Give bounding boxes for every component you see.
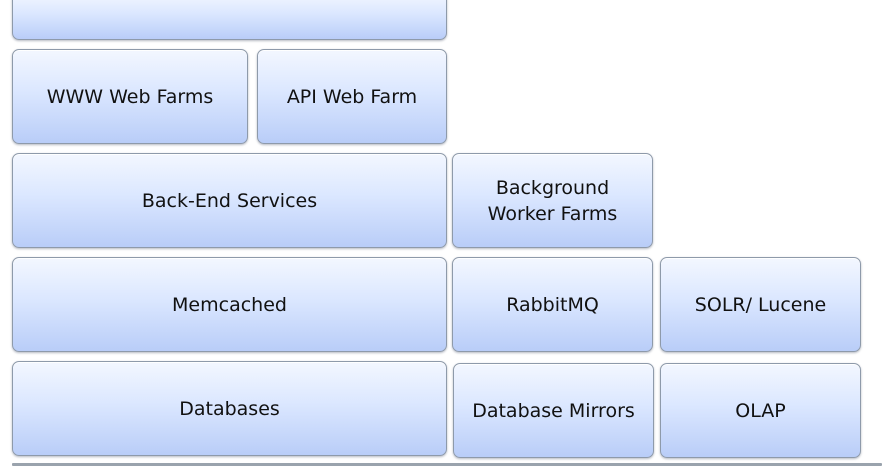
- database-mirrors-block: Database Mirrors: [453, 363, 654, 458]
- memcached-label: Memcached: [172, 293, 287, 316]
- olap-label: OLAP: [735, 399, 786, 422]
- api-web-farm-label: API Web Farm: [286, 85, 418, 108]
- databases-block: Databases: [12, 361, 447, 456]
- www-web-farms-block: WWW Web Farms: [12, 49, 248, 144]
- background-worker-farms-label: Background Worker Farms: [487, 176, 618, 225]
- back-end-services-label: Back-End Services: [141, 189, 318, 212]
- databases-label: Databases: [179, 397, 280, 420]
- api-web-farm-block: API Web Farm: [257, 49, 447, 144]
- solr-lucene-block: SOLR/ Lucene: [660, 257, 861, 352]
- memcached-block: Memcached: [12, 257, 447, 352]
- background-worker-farms-block: Background Worker Farms: [452, 153, 653, 248]
- top-layer-block: [12, 0, 447, 40]
- bottom-divider: [12, 463, 882, 466]
- solr-lucene-label: SOLR/ Lucene: [694, 293, 827, 316]
- database-mirrors-label: Database Mirrors: [472, 399, 635, 422]
- www-web-farms-label: WWW Web Farms: [46, 85, 214, 108]
- rabbitmq-block: RabbitMQ: [452, 257, 653, 352]
- back-end-services-block: Back-End Services: [12, 153, 447, 248]
- olap-block: OLAP: [660, 363, 861, 458]
- rabbitmq-label: RabbitMQ: [506, 293, 599, 316]
